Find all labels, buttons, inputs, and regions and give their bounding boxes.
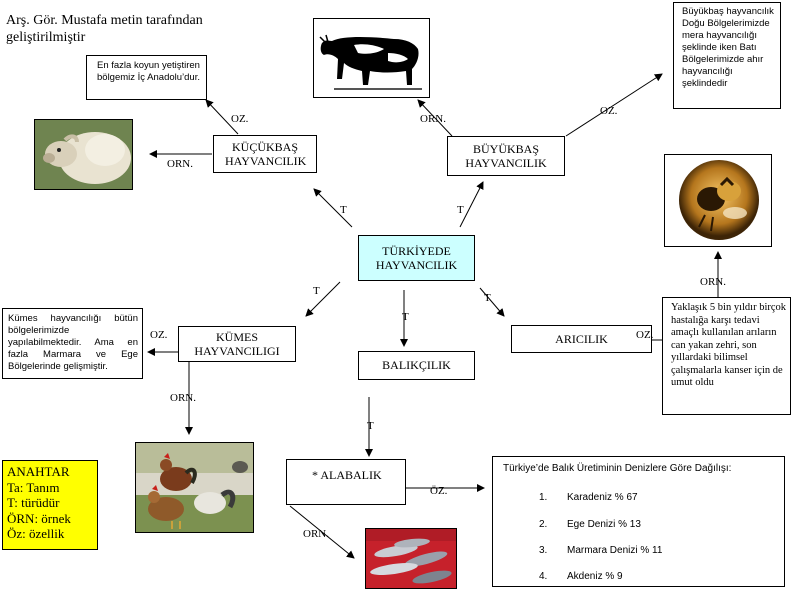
- fish-table: Türkiye’de Balık Üretiminin Denizlere Gö…: [492, 456, 785, 587]
- arrow-center-aricilik: [479, 287, 505, 317]
- arrow-buyukbas-cow: [417, 99, 453, 137]
- legend-line: Ta: Tanım: [7, 479, 60, 495]
- aricilik-box: ARICILIK: [511, 325, 652, 353]
- label-orn: ORN.: [170, 392, 196, 404]
- label-t: T: [484, 292, 491, 304]
- author-credit: Arş. Gör. Mustafa metin tarafından geliş…: [6, 13, 203, 45]
- buyukbas-box: BÜYÜKBAŞ HAYVANCILIK: [447, 136, 565, 176]
- legend-line: Öz: özellik: [7, 526, 65, 541]
- legend-line: T: türüdür: [7, 495, 60, 510]
- chicken-image: [135, 442, 254, 533]
- buyukbas-title: BÜYÜKBAŞ HAYVANCILIK: [465, 142, 547, 170]
- label-orn: ORN.: [700, 276, 726, 288]
- kucukbas-box: KÜÇÜKBAŞ HAYVANCILIK: [213, 135, 317, 173]
- label-t: T: [367, 420, 374, 432]
- center-title: TÜRKİYEDE HAYVANCILIK: [375, 244, 458, 272]
- center-box: TÜRKİYEDE HAYVANCILIK: [358, 235, 475, 281]
- label-t: T: [313, 285, 320, 297]
- kucukbas-note: En fazla koyun yetiştiren bölgemiz İç An…: [86, 55, 207, 100]
- fish-table-row: 3.Marmara Denizi % 11: [539, 545, 663, 556]
- aricilik-note: Yaklaşık 5 bin yıldır birçok hastalığa k…: [662, 297, 791, 415]
- fish-table-row: 1.Karadeniz % 67: [539, 492, 638, 503]
- label-oz: OZ.: [231, 113, 249, 125]
- label-oz: OZ.: [600, 105, 618, 117]
- label-t: T: [457, 204, 464, 216]
- bee-image: [664, 154, 772, 247]
- arrow-buyukbas-note: [565, 73, 663, 137]
- label-t: T: [402, 311, 409, 323]
- fish-table-row: 4.Akdeniz % 9: [539, 571, 623, 582]
- label-oz: OZ.: [150, 329, 168, 341]
- arrow-center-kucukbas: [313, 188, 353, 228]
- kumes-title: KÜMES HAYVANCILIGI: [194, 330, 280, 358]
- fish-table-row: 2.Ege Denizi % 13: [539, 519, 641, 530]
- kumes-box: KÜMES HAYVANCILIGI: [178, 326, 296, 362]
- balikcilik-title: BALIKÇILIK: [382, 358, 451, 372]
- sheep-image: [34, 119, 133, 190]
- label-t: T: [340, 204, 347, 216]
- label-orn: ORN.: [167, 158, 193, 170]
- label-oz: OZ.: [636, 329, 654, 341]
- legend-box: ANAHTAR Ta: Tanım T: türüdür ÖRN: örnek …: [2, 460, 98, 550]
- alabalik-box: * ALABALIK: [286, 459, 406, 505]
- kumes-note: Kümes hayvancılığı bütün bölgelerimizde …: [2, 308, 143, 379]
- arrow-center-buyukbas: [459, 181, 484, 228]
- arrow-kucukbas-note: [205, 99, 239, 135]
- label-oz: ÖZ.: [430, 485, 448, 497]
- arrow-center-kumes: [305, 281, 341, 317]
- buyukbas-note: Büyükbaş hayvancılık Doğu Bölgelerimizde…: [673, 2, 781, 109]
- fish-image: [365, 528, 457, 589]
- label-orn: ORN.: [303, 528, 329, 540]
- alabalik-title: * ALABALIK: [312, 468, 382, 482]
- legend-line: ÖRN: örnek: [7, 510, 71, 526]
- balikcilik-box: BALIKÇILIK: [358, 351, 475, 380]
- arrow-alabalik-fish: [289, 505, 355, 559]
- cow-image: [313, 18, 430, 98]
- fish-table-title: Türkiye’de Balık Üretiminin Denizlere Gö…: [503, 463, 732, 474]
- legend-title: ANAHTAR: [7, 464, 70, 479]
- aricilik-title: ARICILIK: [555, 331, 608, 346]
- label-orn: ORN.: [420, 113, 446, 125]
- kucukbas-title: KÜÇÜKBAŞ HAYVANCILIK: [225, 140, 307, 168]
